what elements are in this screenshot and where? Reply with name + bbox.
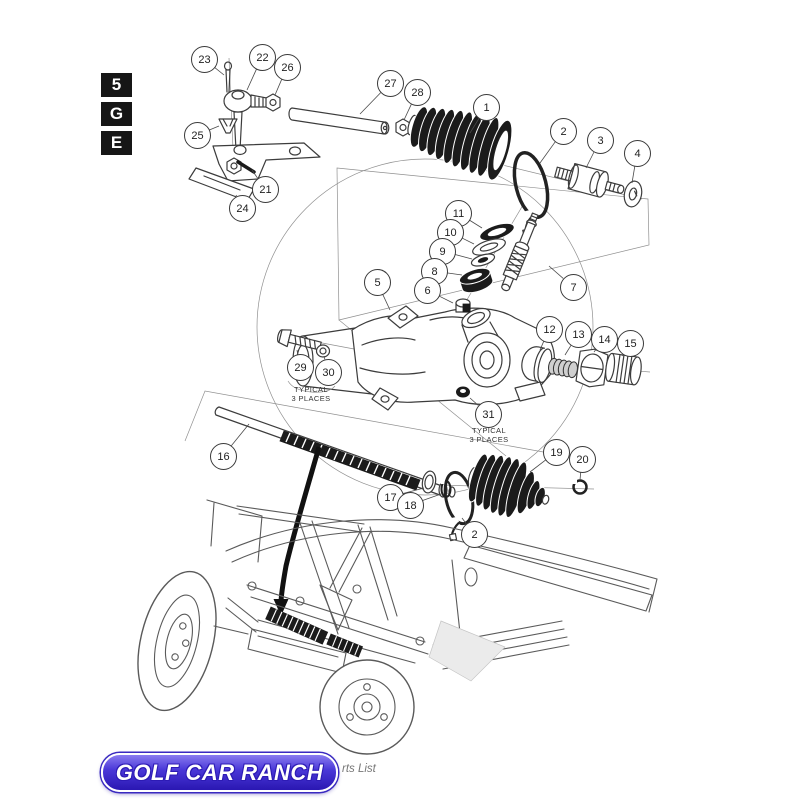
callout-15: 15 [617,330,644,357]
sheet-tab-column: 5 G E [101,73,132,160]
bushing-part-17 [421,470,437,494]
callout-28: 28 [404,79,431,106]
seal-ring-part-11 [479,222,515,242]
callout-14: 14 [591,326,618,353]
detail-circle [256,158,594,496]
inner-tie-rod-part-3 [554,162,625,198]
callout-5: 5 [364,269,391,296]
bracket-part-24 [188,142,321,202]
callout-23: 23 [191,46,218,73]
lock-nut-part-14 [575,348,609,388]
steering-link-part-27 [288,107,390,135]
callout-16: 16 [210,443,237,470]
typical-brace [287,380,336,393]
caption-parts-list: rts List [342,763,376,775]
bellows-boot-part-1 [407,106,513,181]
pin-part-21 [236,160,256,174]
plug-part-15 [605,352,642,386]
stud-nut [226,157,242,175]
callout-24: 24 [229,195,256,222]
washer-part-10 [472,238,506,256]
cart-frame-drawing [137,499,658,755]
spring-part-13 [548,357,578,379]
retainer-part-8 [458,267,494,294]
sheet-tab-e: E [101,131,132,155]
right-front-wheel [319,659,415,755]
callout-21: 21 [252,176,279,203]
sheet-tab-5: 5 [101,73,132,97]
callout-1: 1 [473,94,500,121]
spacer-part-6 [455,298,471,313]
seal-part-9 [470,253,496,267]
sheet-tab-e-label: E [110,133,123,152]
callout-2: 2 [550,118,577,145]
pinion-shaft-part-7 [501,212,539,292]
lower-panel-outline [184,390,561,456]
callout-3: 3 [587,127,614,154]
washer-part-30 [315,344,331,358]
washer-part-4 [623,180,643,208]
callout-29: 29 [287,354,314,381]
callout-7: 7 [560,274,587,301]
callout-25: 25 [184,122,211,149]
callout-31: 31 [475,401,502,428]
callout-18: 18 [397,492,424,519]
sheet-tab-g: G [101,102,132,126]
dust-seal-part-25 [218,118,238,134]
callout-13: 13 [565,321,592,348]
upper-panel-outline [336,167,650,321]
location-arrow [273,446,322,616]
callout-19: 19 [543,439,570,466]
jam-nut-part-26 [265,93,281,112]
callout-12: 12 [536,316,563,343]
left-front-wheel [137,570,217,712]
housing-part-5 [292,305,555,411]
sheet-tab-g-label: G [109,104,124,123]
callout-27: 27 [377,70,404,97]
rack-guide-part-12 [521,346,553,383]
bellows-boot-part-19 [467,453,550,518]
callout-22: 22 [249,44,276,71]
callout-26: 26 [274,54,301,81]
sheet-tab-5-label: 5 [111,75,122,94]
golf-car-ranch-logo: GOLF CAR RANCH [101,753,338,792]
callout-6: 6 [414,277,441,304]
installed-steering-rack [265,584,364,658]
retaining-ring-part-20 [572,479,588,495]
callout-30: 30 [315,359,342,386]
golf-car-ranch-logo-text: GOLF CAR RANCH [115,759,324,785]
callout-4: 4 [624,140,651,167]
rack-shaft-part-16 [214,406,456,498]
cotter-pin-part-23 [223,61,233,93]
callout-20: 20 [569,446,596,473]
nut-part-31 [455,385,471,399]
callout-2: 2 [461,521,488,548]
